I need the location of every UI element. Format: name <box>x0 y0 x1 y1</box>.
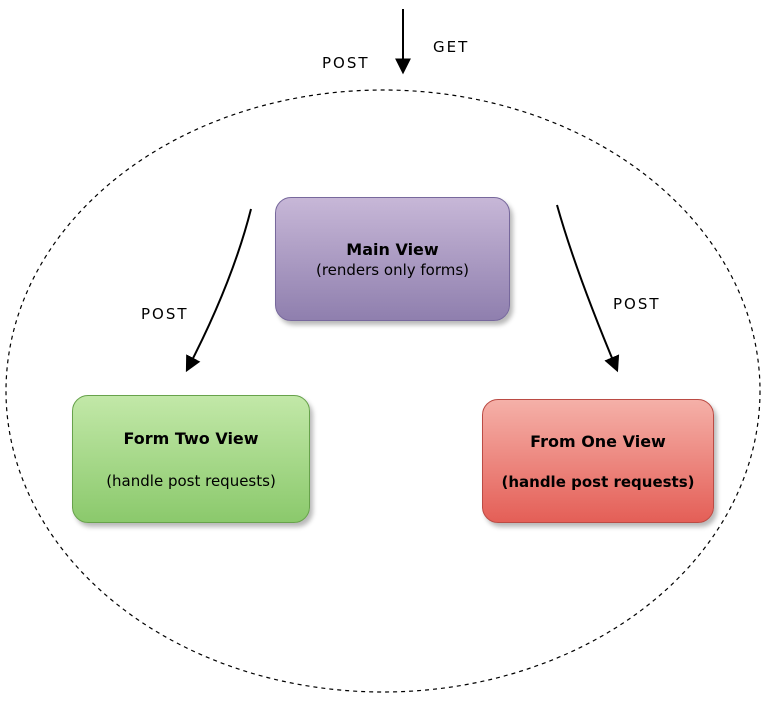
main-view-node: Main View (renders only forms) <box>275 197 510 321</box>
post-right-label: POST <box>613 295 661 313</box>
form-two-view-title: Form Two View <box>123 428 259 448</box>
boundary-ellipse <box>5 89 761 693</box>
get-top-label: GET <box>433 38 470 56</box>
form-one-view-subtitle: (handle post requests) <box>501 472 695 491</box>
left-post-arrow <box>185 208 252 373</box>
form-two-view-node: Form Two View (handle post requests) <box>72 395 310 523</box>
form-one-view-node: From One View (handle post requests) <box>482 399 714 523</box>
form-two-view-subtitle: (handle post requests) <box>106 471 276 490</box>
form-one-view-title: From One View <box>530 431 666 451</box>
main-view-title: Main View <box>346 239 439 259</box>
post-left-label: POST <box>141 305 189 323</box>
main-view-subtitle: (renders only forms) <box>315 260 470 279</box>
post-top-label: POST <box>322 54 370 72</box>
right-post-arrow <box>556 204 620 373</box>
